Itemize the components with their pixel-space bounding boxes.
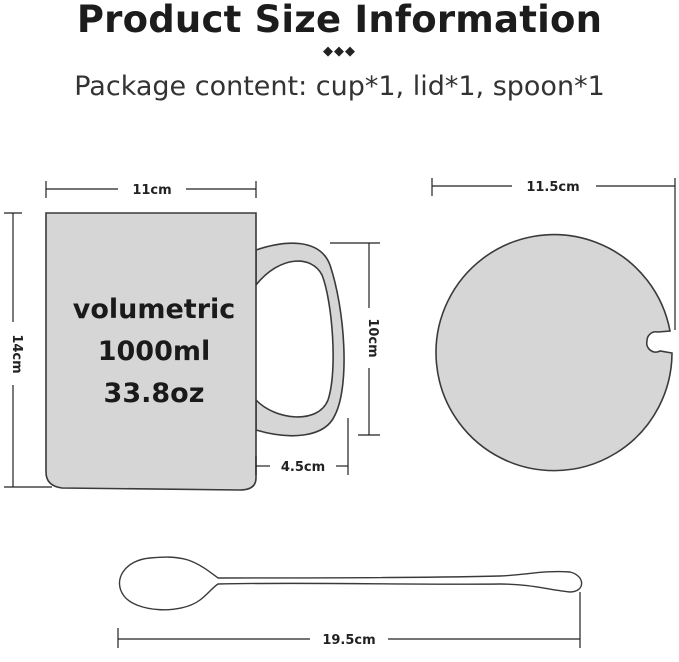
handle-depth-label: 4.5cm bbox=[281, 460, 325, 475]
spoon-length-dimension bbox=[117, 592, 581, 648]
lid-illustration bbox=[435, 233, 673, 472]
lid-diameter-label: 11.5cm bbox=[526, 180, 579, 195]
mug-illustration: volumetric 1000ml 33.8oz bbox=[45, 212, 345, 491]
diamond-ornament: ◆◆◆ bbox=[323, 44, 356, 59]
mug-height-label: 14cm bbox=[9, 334, 24, 373]
handle-height-label: 10cm bbox=[365, 318, 380, 357]
mug-handle bbox=[255, 242, 345, 437]
mug-text-line-3: 33.8oz bbox=[104, 378, 205, 409]
lid-disc bbox=[435, 233, 673, 472]
handle-depth-dimension bbox=[255, 418, 349, 475]
page-title: Product Size Information bbox=[76, 0, 603, 41]
mug-width-dimension bbox=[45, 181, 257, 198]
mug-width-label: 11cm bbox=[132, 183, 171, 198]
lid-diameter-dimension bbox=[431, 178, 676, 330]
spoon-shape bbox=[118, 556, 583, 611]
mug-body bbox=[45, 212, 257, 491]
mug-height-dimension bbox=[4, 212, 52, 488]
mug-text-line-2: 1000ml bbox=[98, 336, 211, 367]
spoon-length-label: 19.5cm bbox=[322, 633, 375, 648]
mug-text-line-1: volumetric bbox=[73, 294, 236, 325]
spoon-illustration bbox=[118, 556, 583, 611]
package-content-text: Package content: cup*1, lid*1, spoon*1 bbox=[74, 71, 605, 102]
handle-height-dimension bbox=[330, 242, 380, 436]
